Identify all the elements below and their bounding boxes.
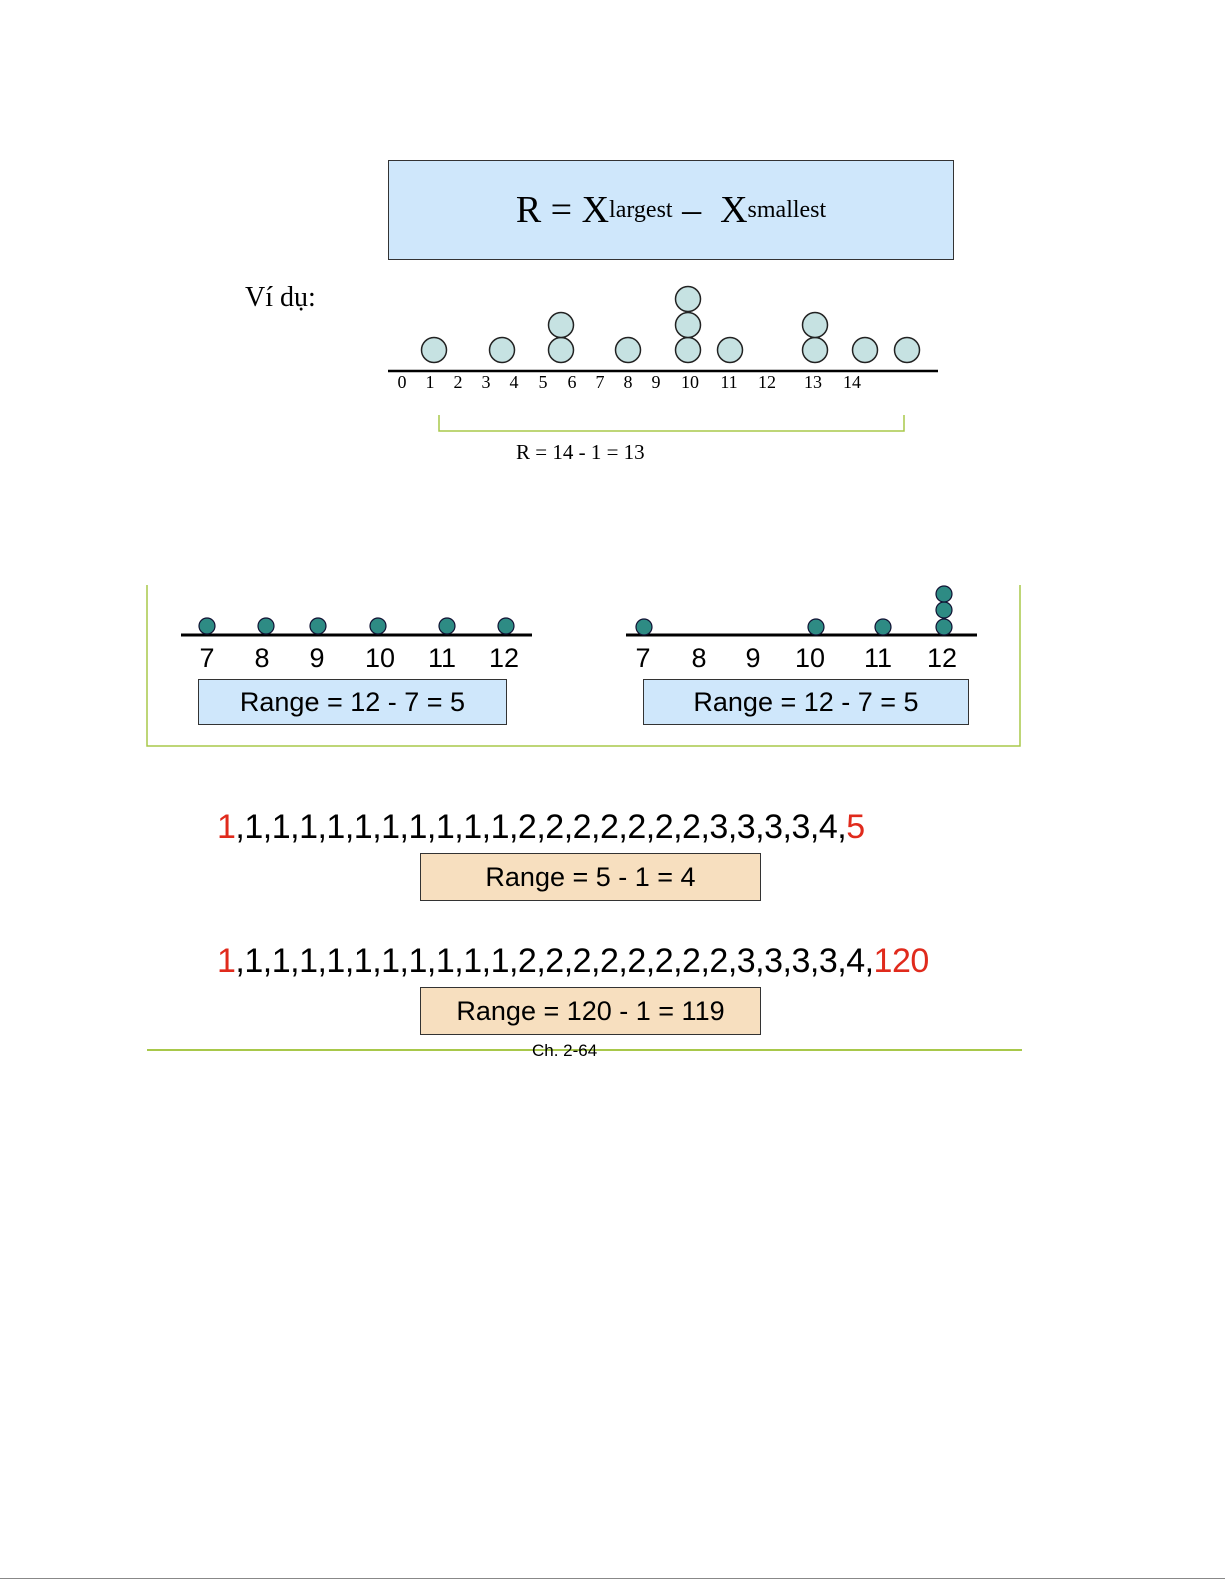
dot — [547, 336, 575, 364]
dot — [716, 336, 744, 364]
dot — [674, 311, 702, 339]
dot — [851, 336, 879, 364]
range-result-text: R = 14 - 1 = 13 — [516, 440, 645, 464]
dot — [801, 336, 829, 364]
dot — [674, 336, 702, 364]
dot — [801, 311, 829, 339]
dot — [497, 617, 515, 635]
dot — [369, 617, 387, 635]
dot — [309, 617, 327, 635]
tick-label: 10 — [681, 372, 699, 392]
tick-label: 14 — [843, 372, 861, 392]
tick-label: 9 — [309, 643, 325, 673]
formula-sub-smallest: smallest — [747, 196, 827, 223]
tick-label: 10 — [794, 643, 826, 673]
tick-label: 1 — [425, 372, 435, 392]
tick-label: 7 — [199, 643, 215, 673]
formula-sub-largest: largest — [609, 196, 673, 223]
page-footer: Ch. 2-64 — [532, 1041, 598, 1060]
dot — [614, 336, 642, 364]
tick-label: 12 — [488, 643, 520, 673]
dot — [198, 617, 216, 635]
tick-label: 0 — [397, 372, 407, 392]
sequence-2: 1,1,1,1,1,1,1,1,1,1,1,2,2,2,2,2,2,2,2,3,… — [217, 942, 929, 981]
tick-label: 4 — [509, 372, 519, 392]
sequence-1: 1,1,1,1,1,1,1,1,1,1,1,2,2,2,2,2,2,2,3,3,… — [217, 808, 865, 847]
seq2-max: 120 — [873, 942, 930, 980]
formula-minus: – X — [672, 189, 748, 231]
seq2-min: 1 — [217, 942, 236, 980]
dotplot1-dots — [420, 285, 921, 364]
tick-label: 13 — [804, 372, 822, 392]
seq1-max: 5 — [846, 808, 865, 846]
seq1-min: 1 — [217, 808, 236, 846]
tick-label: 11 — [863, 643, 893, 673]
range-box-seq1: Range = 5 - 1 = 4 — [420, 853, 761, 901]
tick-label: 5 — [538, 372, 548, 392]
dot — [257, 617, 275, 635]
tick-label: 9 — [651, 372, 661, 392]
dot — [935, 618, 953, 636]
dot — [635, 618, 653, 636]
tick-label: 7 — [635, 643, 651, 673]
dot — [488, 336, 516, 364]
dot — [438, 617, 456, 635]
seq1-values: ,1,1,1,1,1,1,1,1,1,1,2,2,2,2,2,2,2,3,3,3… — [235, 808, 847, 846]
panel-frame — [146, 585, 1021, 747]
dot — [420, 336, 448, 364]
dot — [935, 601, 953, 619]
tick-label: 10 — [364, 643, 396, 673]
dot — [674, 285, 702, 313]
tick-label: 11 — [427, 643, 457, 673]
range-box-seq2: Range = 120 - 1 = 119 — [420, 987, 761, 1035]
tick-label: 3 — [481, 372, 491, 392]
dot — [935, 585, 953, 603]
range-box-left: Range = 12 - 7 = 5 — [198, 679, 507, 725]
tick-label: 7 — [595, 372, 605, 392]
dot — [893, 336, 921, 364]
example-label: Ví dụ: — [245, 282, 316, 313]
tick-label: 9 — [745, 643, 761, 673]
tick-label: 8 — [254, 643, 270, 673]
tick-label: 8 — [623, 372, 633, 392]
tick-label: 12 — [758, 372, 776, 392]
tick-label: 2 — [453, 372, 463, 392]
dot — [807, 618, 825, 636]
dot — [874, 618, 892, 636]
tick-label: 11 — [720, 372, 738, 392]
range-bracket — [438, 415, 905, 432]
seq2-values: ,1,1,1,1,1,1,1,1,1,1,2,2,2,2,2,2,2,2,3,3… — [235, 942, 874, 980]
formula-lhs: R = X — [515, 189, 610, 231]
dot-plots — [146, 285, 1022, 1051]
tick-label: 6 — [567, 372, 577, 392]
tick-label: 12 — [926, 643, 958, 673]
range-box-right: Range = 12 - 7 = 5 — [643, 679, 969, 725]
tick-label: 8 — [691, 643, 707, 673]
dot — [547, 311, 575, 339]
page-bottom-line — [0, 1578, 1225, 1579]
